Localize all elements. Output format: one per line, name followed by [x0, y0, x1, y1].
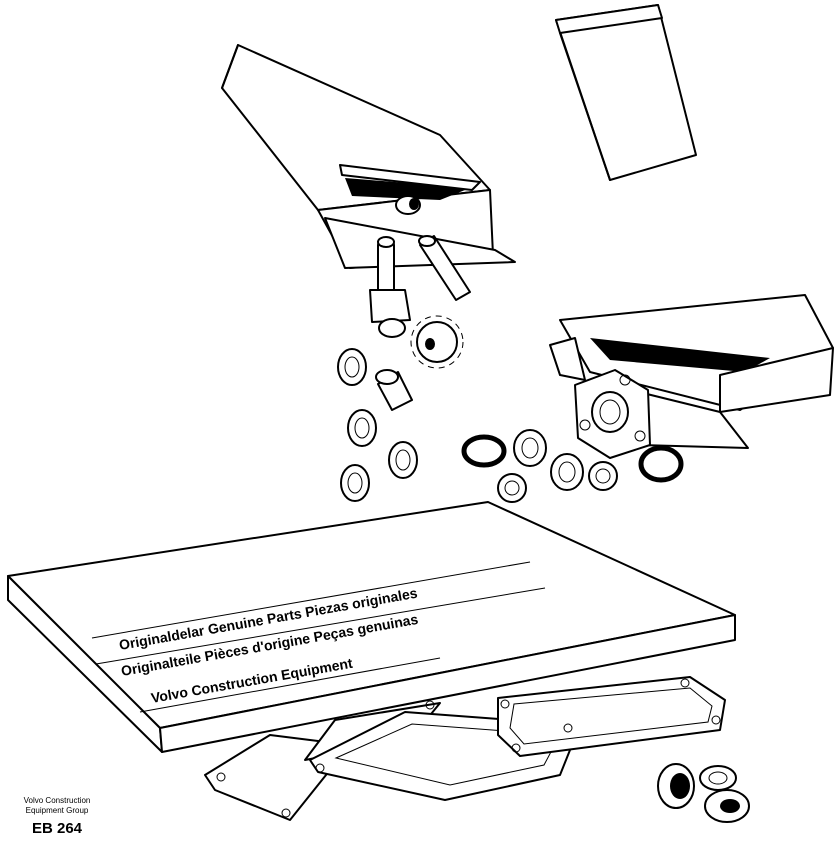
gasket-icon: [574, 369, 651, 459]
parts-catalog-book: Originaldelar Genuine Parts Piezas origi…: [7, 501, 736, 753]
washer-icon: [337, 348, 418, 502]
bearing-icon: [657, 763, 750, 823]
caption-line-2: Equipment Group: [25, 806, 89, 815]
roller-bushing-icon: [375, 369, 413, 411]
figure-caption: Volvo Construction Equipment Group EB 26…: [12, 796, 102, 837]
pinion-shaft-icon: [369, 236, 411, 338]
figure-code: EB 264: [31, 820, 83, 837]
bushing-icon: [395, 195, 421, 215]
gear-icon: [410, 315, 464, 369]
gasket-icon: [204, 676, 726, 821]
washer-icon: [497, 429, 618, 503]
closed-parts-box-icon: [555, 4, 697, 181]
open-parts-box-icon: [221, 44, 516, 269]
caption-line-1: Volvo Construction: [23, 796, 91, 805]
pin-icon: [418, 235, 471, 301]
o-ring-icon: [461, 434, 684, 483]
